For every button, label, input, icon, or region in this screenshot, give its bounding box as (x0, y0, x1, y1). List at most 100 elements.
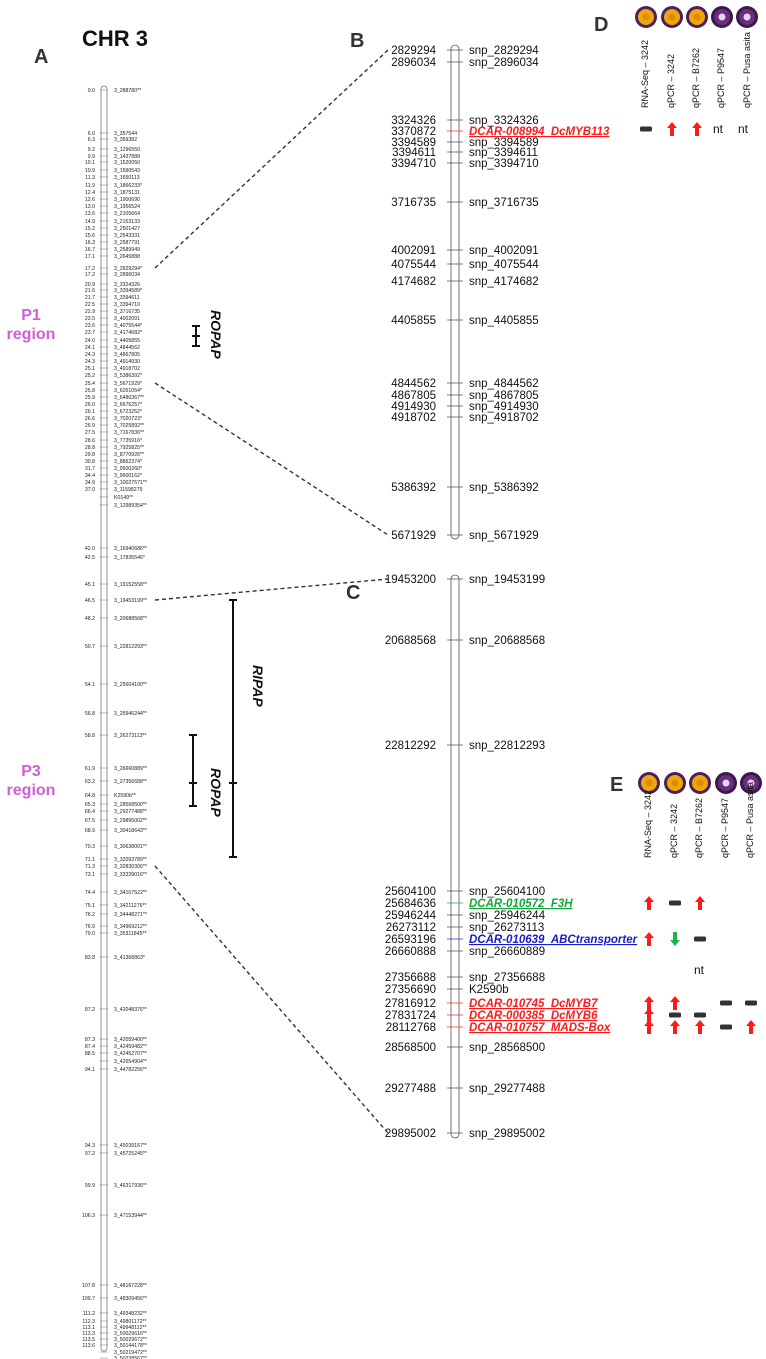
marker-label-a: 3_5671929* (114, 381, 142, 387)
marker-label-a: 3_3716735 (114, 309, 140, 315)
position-label-a: 23.6 (85, 323, 95, 329)
marker-label-a: 3_359382 (114, 137, 137, 143)
up-arrow-e-mads-qpcr (670, 1020, 680, 1034)
p3-region-text: P3 region (6, 763, 56, 799)
position-label-a: 68.9 (85, 828, 95, 834)
down-arrow-e-abc-qpcr (670, 932, 680, 946)
position-label-a: 13.0 (85, 204, 95, 210)
marker-label-b: snp_3716735 (469, 197, 539, 209)
up-arrow-e-abc-rnaseq (644, 932, 654, 946)
marker-label-a: 3_3324326 (114, 282, 140, 288)
position-label-a: 113.3 (82, 1331, 95, 1337)
position-label-a: 26.9 (85, 423, 95, 429)
marker-label-a: K0149** (114, 495, 133, 501)
position-label-b: 3324326 (391, 115, 436, 127)
marker-label-a: K2590b** (114, 793, 136, 799)
marker-label-a: 3_34969212** (114, 924, 147, 930)
chromosome-title: CHR 3 (82, 26, 149, 51)
position-label-b: 4405855 (391, 315, 436, 327)
up-arrow-e-myb7-rnaseq (644, 996, 654, 1010)
marker-label-b: snp_4918702 (469, 412, 539, 424)
marker-label-b: snp_2829294 (469, 45, 539, 57)
position-label-a: 94.1 (85, 1067, 95, 1073)
position-label-a: 25.4 (85, 381, 95, 387)
panel-e-label: E (610, 774, 624, 796)
neutral-mark-e-myb6-qpcr (669, 1012, 681, 1018)
position-label-c: 28112768 (386, 1022, 436, 1034)
position-label-a: 56.8 (85, 711, 95, 717)
position-label-a: 12.6 (85, 197, 95, 203)
up-arrow-e-f3h-rnaseq (644, 896, 654, 910)
position-label-c: 28568500 (385, 1042, 436, 1054)
marker-label-a: 3_8862374* (114, 459, 142, 465)
marker-label-a: 3_1866233* (114, 183, 142, 189)
position-label-a: 50.7 (85, 644, 95, 650)
marker-label-c: snp_25604100 (469, 886, 545, 898)
nt-d-pusa-asita: nt (738, 122, 749, 136)
position-label-b: 3716735 (391, 197, 436, 209)
marker-label-a: 3_1650113 (114, 175, 140, 181)
marker-label-a: 3_48309456** (114, 1296, 147, 1302)
marker-label-b: snp_4844562 (469, 378, 539, 390)
position-label-a: 6.3 (88, 137, 95, 143)
position-label-a: 76.2 (85, 912, 95, 918)
position-label-a: 25.2 (85, 373, 95, 379)
panel-d-label: D (594, 14, 609, 36)
p1-region-label: P1 region (0, 306, 62, 344)
root-icon-d-2-core (668, 13, 676, 21)
position-label-a: 71.3 (85, 864, 95, 870)
position-label-a: 67.5 (85, 818, 95, 824)
marker-label-b: snp_3394710 (469, 158, 539, 170)
marker-label-a: 3_7020723* (114, 416, 142, 422)
position-label-a: 12.4 (85, 190, 95, 196)
position-label-a: 75.1 (85, 903, 95, 909)
position-label-a: 0.0 (88, 88, 95, 94)
marker-label-a: 3_7735916* (114, 438, 142, 444)
marker-label-a: 3_27356688** (114, 779, 147, 785)
marker-label-a: 3_2829294* (114, 266, 142, 272)
root-icon-e-2-core (671, 779, 679, 787)
marker-label-a: 3_26273113** (114, 733, 147, 739)
marker-label-a: 3_2896034 (114, 272, 140, 278)
position-label-a: 10.9 (85, 168, 95, 174)
position-label-a: 76.9 (85, 924, 95, 930)
position-label-a: 42.0 (85, 546, 95, 552)
marker-label-a: 3_7167836** (114, 430, 144, 436)
nt-e-b7262: nt (694, 963, 705, 977)
panel-a-label: A (34, 46, 49, 68)
position-label-a: 87.2 (85, 1007, 95, 1013)
marker-label-a: 3_34107522** (114, 890, 147, 896)
position-label-a: 66.4 (85, 809, 95, 815)
marker-label-a: 3_25604100** (114, 682, 147, 688)
marker-label-c: snp_22812293 (469, 740, 545, 752)
marker-label-b: snp_4867805 (469, 390, 539, 402)
nt-d-p9547: nt (713, 122, 724, 136)
position-label-a: 45.1 (85, 582, 95, 588)
marker-label-a: 3_42654904** (114, 1059, 147, 1065)
col-d-rnaseq-3242: RNA-Seq – 3242 (640, 39, 650, 108)
position-label-c: 26273112 (386, 922, 436, 934)
marker-label-a: 3_4405855 (114, 338, 140, 344)
position-label-a: 26.1 (85, 409, 95, 415)
position-label-a: 11.3 (85, 175, 95, 181)
marker-label-a: 3_26660889** (114, 766, 147, 772)
position-label-a: 54.1 (85, 682, 95, 688)
position-label-b: 5386392 (391, 482, 436, 494)
position-label-a: 21.6 (85, 288, 95, 294)
position-label-a: 24.1 (85, 345, 95, 351)
position-label-a: 113.6 (82, 1343, 95, 1349)
marker-label-a: 3_30418643** (114, 828, 147, 834)
expression-symbols (635, 6, 762, 1034)
marker-label-a: 3_4844562 (114, 345, 140, 351)
position-label-a: 6.0 (88, 131, 95, 137)
marker-label-a: 3_7025892** (114, 423, 144, 429)
col-e-rnaseq-3242: RNA-Seq – 3242 (643, 789, 653, 858)
marker-label-a: 3_34448271** (114, 912, 147, 918)
marker-label-a: 3_2587791 (114, 240, 140, 246)
marker-label-a: 3_4002091 (114, 316, 140, 322)
marker-label-c: K2590b (469, 984, 509, 996)
position-label-b: 4075544 (391, 259, 436, 271)
col-e-qpcr-b7262: qPCR – B7262 (694, 797, 704, 858)
